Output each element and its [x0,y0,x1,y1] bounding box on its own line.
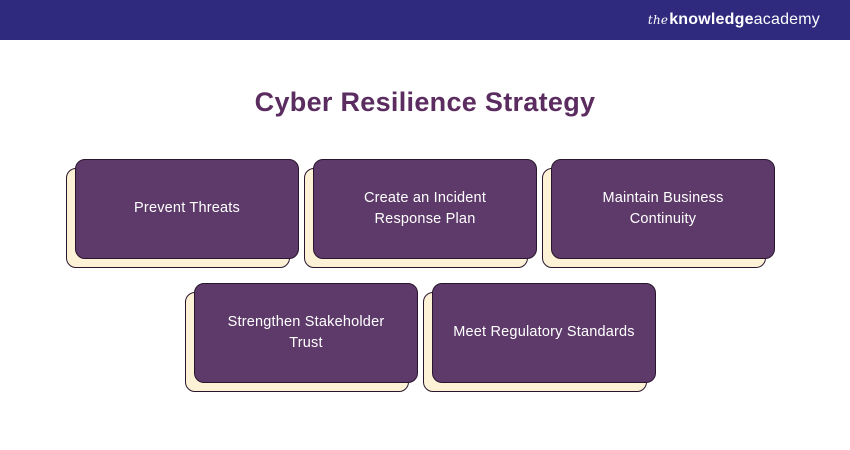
cards-row-1: Prevent Threats Create an Incident Respo… [0,159,850,268]
logo-word-knowledge: knowledge [669,11,754,28]
card-label: Meet Regulatory Standards [453,324,635,341]
card-face: Meet Regulatory Standards [432,283,656,383]
cards-container: Prevent Threats Create an Incident Respo… [0,159,850,392]
card-label: Prevent Threats [134,200,240,217]
card-business-continuity: Maintain Business Continuity [542,159,775,268]
card-face: Create an Incident Response Plan [313,159,537,259]
card-regulatory-standards: Meet Regulatory Standards [423,283,656,392]
card-face: Strengthen Stakeholder Trust [194,283,418,383]
card-stakeholder-trust: Strengthen Stakeholder Trust [185,283,418,392]
card-label: Maintain Business Continuity [602,189,724,227]
card-face: Maintain Business Continuity [551,159,775,259]
logo-word-academy: academy [753,11,820,28]
card-label: Strengthen Stakeholder Trust [227,313,385,351]
card-label: Create an Incident Response Plan [363,189,487,227]
card-incident-response-plan: Create an Incident Response Plan [304,159,537,268]
cards-row-2: Strengthen Stakeholder Trust Meet Regula… [0,283,850,392]
card-face: Prevent Threats [75,159,299,259]
page-title: Cyber Resilience Strategy [254,87,596,117]
logo-word-the: the [647,13,669,27]
card-prevent-threats: Prevent Threats [66,159,299,268]
